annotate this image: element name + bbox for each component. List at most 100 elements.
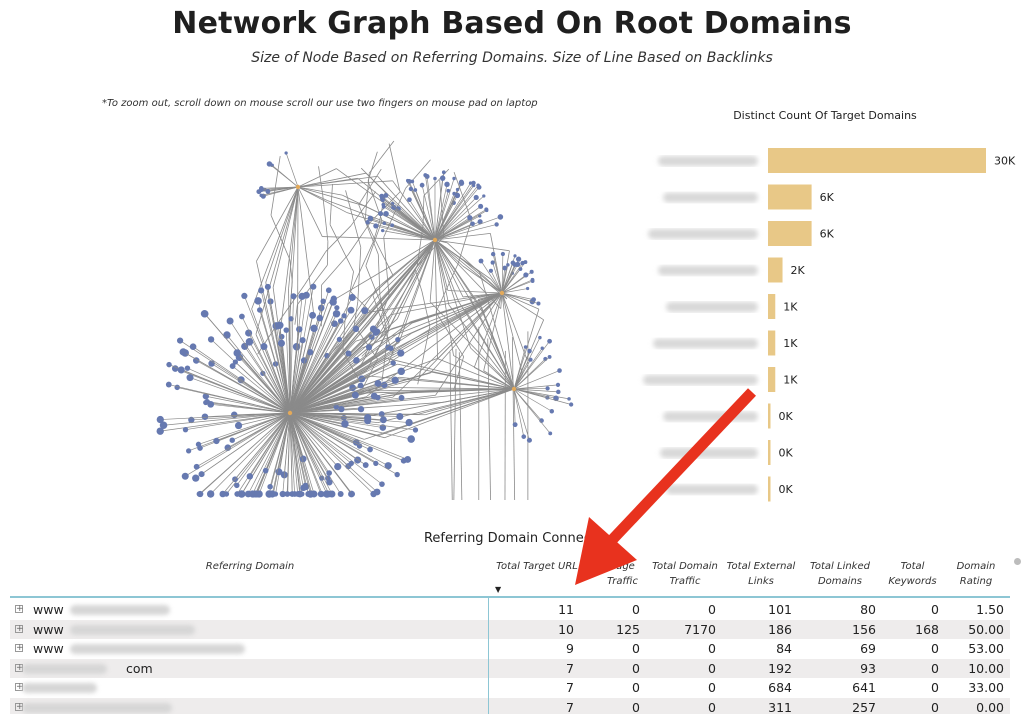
table-cell: 0: [931, 602, 939, 617]
redacted-category-label: [653, 338, 758, 349]
table-cell: 10.00: [968, 660, 1004, 676]
table-cell: 0: [632, 699, 640, 714]
bar-value-label: 6K: [820, 191, 835, 204]
table-cell: 53.00: [968, 641, 1004, 656]
bar[interactable]: [768, 440, 771, 465]
expand-row-icon[interactable]: [15, 624, 23, 633]
redacted-domain: [22, 663, 107, 674]
bar[interactable]: [768, 148, 986, 173]
redacted-category-label: [663, 411, 758, 422]
zoom-note: *To zoom out, scroll down on mouse scrol…: [102, 98, 538, 109]
sort-desc-icon[interactable]: ▼: [495, 585, 502, 594]
table-title: Referring Domain Connect: [423, 531, 597, 546]
table-cell: 641: [852, 680, 876, 695]
table-cell: 84: [776, 641, 792, 656]
bar-value-label: 30K: [994, 155, 1016, 168]
redacted-domain: [70, 644, 245, 654]
table-cell: 0: [632, 602, 640, 617]
domain-suffix: com: [126, 660, 153, 676]
col-header-domain-rating[interactable]: Domain Rating: [956, 561, 996, 587]
table-cell: 0: [632, 680, 640, 695]
bar[interactable]: [768, 257, 783, 283]
table-cell: 0: [931, 641, 939, 656]
bar-value-label: 0K: [779, 447, 794, 460]
redacted-category-label: [663, 192, 758, 203]
col-header-page-traffic[interactable]: Page Traffic: [606, 561, 639, 587]
expand-row-icon[interactable]: [15, 605, 23, 613]
referring-domain-table: Referring Domain Total Target URL Page T…: [10, 555, 1010, 714]
redacted-category-label: [666, 484, 758, 495]
table-cell: 80: [860, 602, 876, 617]
redacted-category-label: [666, 302, 758, 312]
expand-row-icon[interactable]: [15, 644, 23, 652]
table-cell: 7170: [684, 621, 716, 637]
table-cell: 0: [708, 660, 716, 676]
col-header-total-keywords[interactable]: Total Keywords: [888, 561, 937, 587]
redacted-category-label: [648, 229, 758, 239]
domain-prefix: www: [33, 621, 64, 637]
bar-value-label: 0K: [779, 483, 794, 496]
bar[interactable]: [768, 294, 776, 319]
bar[interactable]: [768, 403, 771, 429]
domain-prefix: www: [33, 641, 64, 656]
table-cell: 0: [931, 699, 939, 714]
bar-value-label: 2K: [791, 264, 806, 277]
table-cell: 1.50: [976, 602, 1004, 617]
col-header-total-external-links[interactable]: Total External Links: [726, 561, 796, 587]
bar[interactable]: [768, 221, 812, 246]
bar[interactable]: [768, 476, 771, 502]
redacted-domain: [70, 605, 170, 615]
header-divider: [10, 596, 1010, 598]
table-cell: 0: [632, 641, 640, 656]
bar-value-label: 0K: [779, 410, 794, 423]
network-graph[interactable]: [150, 135, 590, 500]
table-cell: 0: [931, 660, 939, 676]
table-cell: 50.00: [968, 621, 1004, 637]
bar[interactable]: [768, 184, 812, 210]
table-cell: 156: [852, 621, 876, 637]
report-title: Network Graph Based On Root Domains: [172, 6, 852, 41]
col-header-referring-domain[interactable]: Referring Domain: [205, 561, 295, 572]
table-cell: 69: [860, 641, 876, 656]
table-cell: 7: [566, 660, 574, 676]
table-cell: 0: [632, 660, 640, 676]
table-row[interactable]: com 7 0 0 192 93 0 10.00: [10, 658, 1010, 678]
table-cell: 11: [558, 602, 574, 617]
bar-value-label: 1K: [783, 337, 798, 350]
table-cell: 0: [708, 602, 716, 617]
bar[interactable]: [768, 367, 776, 392]
table-cell: 33.00: [968, 680, 1004, 695]
table-row[interactable]: www 11 0 0 101 80 0 1.50: [10, 600, 1010, 620]
redacted-domain: [22, 683, 97, 693]
redacted-domain: [22, 702, 172, 713]
table-cell: 186: [768, 621, 792, 637]
col-header-total-domain-traffic[interactable]: Total Domain Traffic: [652, 561, 718, 587]
table-cell: 257: [852, 699, 876, 714]
report-subtitle: Size of Node Based on Referring Domains.…: [251, 50, 773, 66]
redacted-category-label: [660, 448, 758, 458]
redacted-category-label: [658, 265, 758, 276]
table-cell: 0: [708, 680, 716, 695]
redacted-category-label: [658, 156, 758, 166]
bar-value-label: 1K: [783, 374, 798, 387]
domain-prefix: www: [33, 602, 64, 617]
col-header-total-target-url[interactable]: Total Target URL: [496, 561, 578, 572]
table-cell: 93: [860, 660, 876, 676]
bar-value-label: 6K: [820, 228, 835, 241]
col-header-total-linked-domains[interactable]: Total Linked Domains: [810, 561, 870, 587]
table-cell: 125: [616, 621, 640, 637]
table-cell: 0: [708, 641, 716, 656]
bar[interactable]: [768, 330, 776, 356]
table-cell: 192: [768, 660, 792, 676]
table-cell: 7: [566, 699, 574, 714]
table-cell: 168: [915, 621, 939, 637]
column-divider: [488, 596, 489, 714]
scrollbar-handle[interactable]: [1014, 558, 1021, 565]
table-cell: 101: [768, 602, 792, 617]
table-cell: 0: [708, 699, 716, 714]
